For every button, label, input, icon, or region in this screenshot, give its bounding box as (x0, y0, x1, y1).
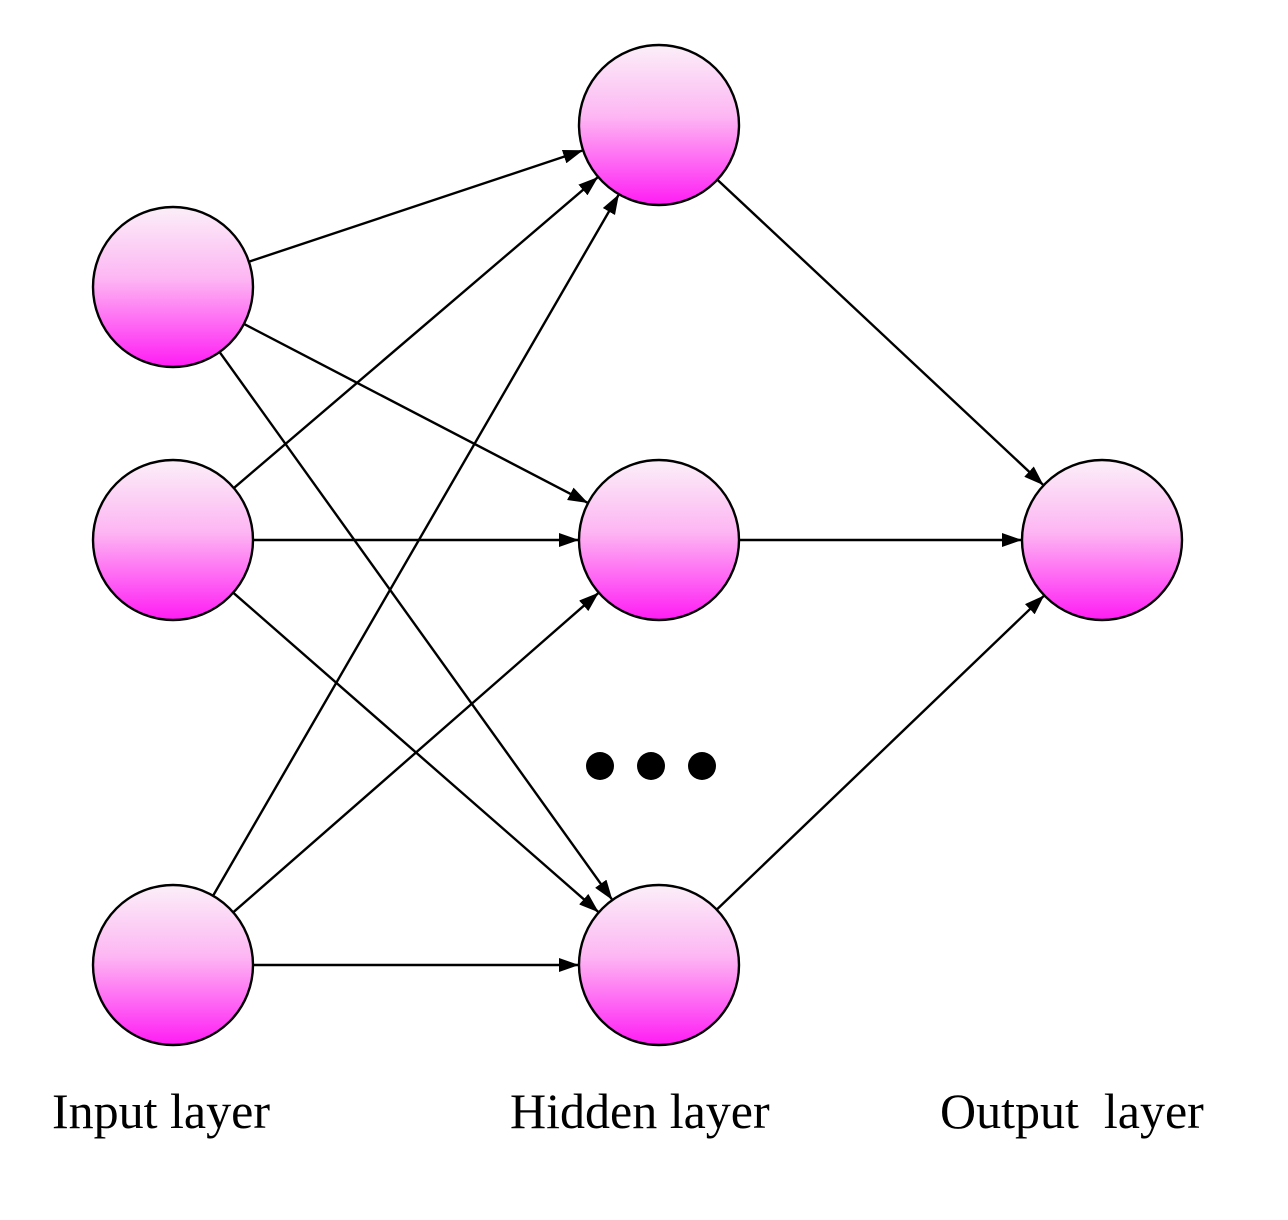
connection-in-1-to-hid-2 (243, 322, 589, 504)
output-neuron-1 (1020, 458, 1184, 622)
connection-in-3-to-hid-1 (212, 194, 620, 897)
connection-hid-1-to-out-1 (716, 178, 1044, 486)
hidden-neuron-2 (577, 458, 741, 622)
connection-in-1-to-hid-1 (248, 149, 584, 263)
output-layer-label: Output layer (940, 1083, 1204, 1139)
input-neuron-2 (91, 458, 255, 622)
connection-hid-3-to-out-1 (715, 595, 1045, 911)
connection-in-2-to-hid-1 (233, 176, 599, 489)
ellipsis-icon (586, 752, 716, 780)
input-neuron-1 (91, 205, 255, 369)
connection-in-3-to-hid-2 (232, 592, 599, 914)
neurons-group (91, 43, 1184, 1047)
input-neuron-3 (91, 883, 255, 1047)
connection-in-1-to-hid-3 (218, 351, 613, 900)
hidden-neuron-1 (577, 43, 741, 207)
input-layer-label: Input layer (52, 1083, 270, 1139)
connections-group (212, 149, 1045, 972)
hidden-layer-label: Hidden layer (510, 1083, 770, 1139)
hidden-neuron-3 (577, 883, 741, 1047)
